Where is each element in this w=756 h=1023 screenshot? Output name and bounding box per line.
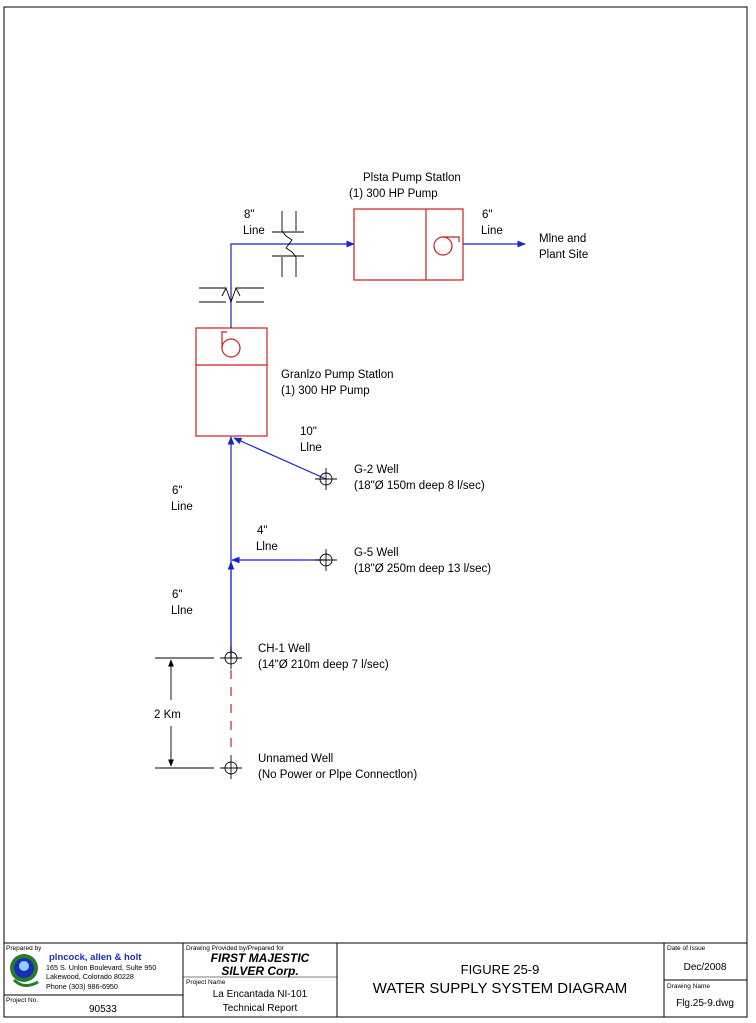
pista-station-box — [353, 208, 464, 281]
g2-name: G-2 Well — [354, 464, 399, 476]
line-4-word: Llne — [256, 541, 278, 553]
pista-station-name: Plsta Pump Statlon — [363, 172, 461, 184]
pipe-network — [227, 240, 526, 658]
drawing-name-label: Drawing Name — [667, 983, 710, 990]
project-no: 90533 — [89, 1004, 117, 1015]
g2-detail: (18"Ø 150m deep 8 l/sec) — [354, 480, 485, 492]
line-6-mid-size: 6" — [172, 485, 182, 497]
company-address-1: 165 S. Unlon Boulevard, Sulte 950 — [46, 963, 156, 972]
line-6-mid-word: Line — [171, 501, 193, 513]
mine-label-1: Mlne and — [539, 233, 586, 245]
granizo-station-pump: (1) 300 HP Pump — [281, 385, 370, 397]
pista-station-pump: (1) 300 HP Pump — [349, 188, 438, 200]
granizo-pump-station: Granlzo Pump Statlon (1) 300 HP Pump — [195, 327, 394, 437]
date-label: Date of Issue — [667, 945, 706, 952]
line-4-size: 4" — [257, 525, 267, 537]
issue-date: Dec/2008 — [684, 962, 727, 973]
project-name-label: Project Name — [186, 979, 226, 986]
well-ch1 — [220, 647, 242, 669]
distance-dimension — [155, 657, 214, 769]
line-8-size: 8" — [244, 209, 254, 221]
crossing-horizontal — [272, 211, 304, 277]
provided-by-label: Drawing Provided by/Prepared for — [186, 945, 285, 952]
well-g2 — [315, 468, 337, 490]
drawing-name: Flg.25-9.dwg — [676, 998, 734, 1009]
flow-diagram: Plsta Pump Statlon (1) 300 HP Pump Granl… — [154, 172, 588, 781]
figure-title: WATER SUPPLY SYSTEM DIAGRAM — [373, 980, 628, 997]
figure-number: FIGURE 25-9 — [461, 962, 540, 977]
client-line-2: SILVER Corp. — [221, 964, 298, 978]
title-block: Prepared by plncock, allen & holt 165 S.… — [4, 942, 747, 1017]
project-name-2: Technical Report — [223, 1003, 298, 1014]
pista-pump-station: Plsta Pump Statlon (1) 300 HP Pump — [349, 172, 464, 281]
ch1-detail: (14"Ø 210m deep 7 l/sec) — [258, 659, 389, 671]
prepared-by-label: Prepared by — [6, 945, 42, 952]
company-logo — [10, 954, 39, 987]
company-phone: Phone (303) 986-6950 — [46, 982, 118, 991]
g5-name: G-5 Well — [354, 547, 399, 559]
line-6-low-size: 6" — [172, 589, 182, 601]
company-name: plncock, allen & holt — [49, 952, 142, 963]
crossing-vertical — [199, 286, 264, 304]
g5-detail: (18"Ø 250m deep 13 l/sec) — [354, 563, 491, 575]
well-unnamed — [220, 757, 242, 779]
distance-label: 2 Km — [154, 709, 181, 721]
line-10-word: Llne — [300, 442, 322, 454]
line-6-top-word: Line — [481, 225, 503, 237]
granizo-station-name: Granlzo Pump Statlon — [281, 369, 394, 381]
line-6-low-word: Llne — [171, 605, 193, 617]
granizo-pump-icon — [221, 331, 241, 358]
line-10-size: 10" — [300, 426, 317, 438]
pipe-10in-g2 — [233, 437, 327, 480]
project-no-label: Project No. — [6, 997, 38, 1004]
sheet-border — [3, 6, 748, 1018]
granizo-station-box — [195, 327, 268, 437]
unnamed-detail: (No Power or Plpe Connectlon) — [258, 769, 417, 781]
ch1-name: CH-1 Well — [258, 643, 310, 655]
line-8-word: Line — [243, 225, 265, 237]
project-name-1: La Encantada NI-101 — [213, 989, 308, 1000]
unnamed-name: Unnamed Well — [258, 753, 333, 765]
line-6-top-size: 6" — [482, 209, 492, 221]
well-g5 — [315, 549, 337, 571]
pista-pump-icon — [433, 236, 460, 256]
pipe-8in — [230, 240, 355, 328]
mine-label-2: Plant Site — [539, 249, 588, 261]
company-address-2: Lakewood, Colorado 80228 — [46, 972, 134, 981]
client-line-1: FIRST MAJESTIC — [211, 951, 310, 965]
